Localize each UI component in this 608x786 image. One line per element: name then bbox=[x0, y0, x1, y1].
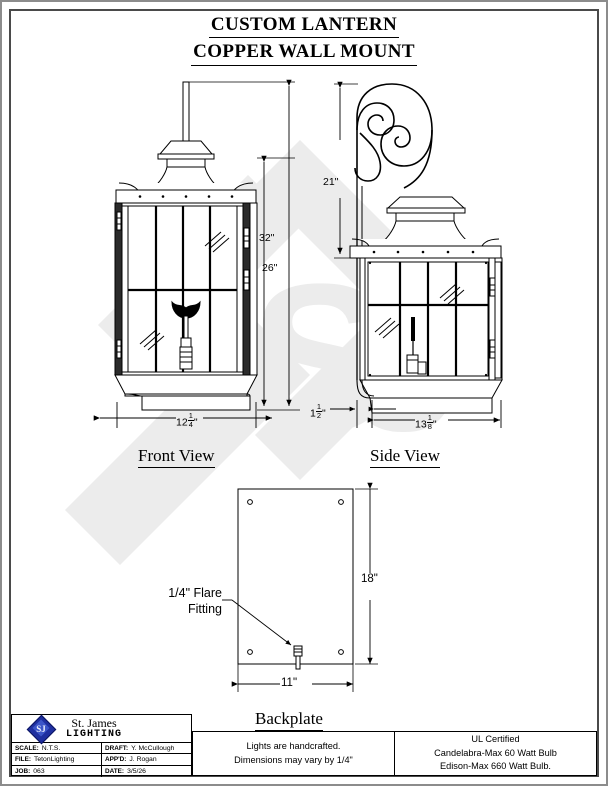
approved-key: APP'D: bbox=[105, 755, 127, 763]
logo-monogram: SJ bbox=[36, 723, 46, 734]
date-key: DATE: bbox=[105, 767, 125, 775]
backplate-label: Backplate bbox=[255, 709, 323, 731]
brand-name-group: St. James LIGHTING bbox=[66, 717, 122, 740]
job-value: 063 bbox=[33, 767, 45, 775]
dim-backplate-height: 18" bbox=[361, 573, 378, 585]
brand-subtitle: LIGHTING bbox=[66, 728, 123, 740]
drawing-frame bbox=[9, 9, 599, 777]
draft-value: Y. McCullough bbox=[131, 744, 175, 752]
side-view-label: Side View bbox=[370, 446, 440, 468]
front-view-drawing bbox=[114, 81, 258, 411]
ul-note-line-1: UL Certified bbox=[471, 734, 520, 745]
st-james-diamond-logo-icon: SJ bbox=[26, 714, 57, 744]
scale-key: SCALE: bbox=[15, 744, 39, 752]
ul-note-line-3: Edison-Max 660 Watt Bulb. bbox=[440, 761, 551, 772]
handcraft-note: Lights are handcrafted. Dimensions may v… bbox=[193, 732, 395, 775]
title-block-row: FILE: TetonLighting APP'D: J. Rogan bbox=[12, 754, 191, 766]
title-block: SJ St. James LIGHTING SCALE: N.T.S. DRAF… bbox=[11, 714, 192, 777]
file-key: FILE: bbox=[15, 755, 31, 763]
dim-backplate-width: 11" bbox=[281, 677, 298, 689]
dim-front-overall-height: 32" bbox=[259, 232, 275, 244]
ul-certification-note: UL Certified Candelabra-Max 60 Watt Bulb… bbox=[395, 732, 596, 775]
flare-fitting-line-1: 1/4" Flare bbox=[168, 586, 222, 600]
front-view-label: Front View bbox=[138, 446, 215, 468]
front-width-dimension bbox=[93, 402, 272, 428]
title-line-2: COPPER WALL MOUNT bbox=[191, 41, 417, 66]
scale-value: N.T.S. bbox=[41, 744, 61, 752]
title-block-logo-row: SJ St. James LIGHTING bbox=[12, 714, 191, 744]
backplate-drawing bbox=[222, 482, 378, 692]
approved-value: J. Rogan bbox=[129, 755, 157, 763]
notes-block: Lights are handcrafted. Dimensions may v… bbox=[192, 731, 597, 776]
ul-note-line-2: Candelabra-Max 60 Watt Bulb bbox=[434, 747, 557, 758]
handcraft-note-line-1: Lights are handcrafted. bbox=[246, 741, 341, 752]
side-width-dimensions bbox=[330, 400, 502, 428]
handcraft-note-line-2: Dimensions may vary by 1/4" bbox=[234, 754, 353, 765]
job-key: JOB: bbox=[15, 767, 31, 775]
title-block-row: SCALE: N.T.S. DRAFT: Y. McCullough bbox=[12, 743, 191, 755]
title-block-row: JOB: 063 DATE: 3/5/26 bbox=[12, 765, 191, 777]
draft-key: DRAFT: bbox=[105, 744, 129, 752]
side-view-drawing bbox=[349, 83, 503, 414]
sheet-title: CUSTOM LANTERN COPPER WALL MOUNT bbox=[0, 14, 608, 66]
flare-fitting-callout: 1/4" Flare Fitting bbox=[104, 586, 222, 617]
brand-name: St. James bbox=[71, 715, 117, 730]
date-value: 3/5/26 bbox=[127, 767, 146, 775]
dim-front-body-height: 26" bbox=[262, 262, 278, 274]
file-value: TetonLighting bbox=[33, 755, 75, 763]
dim-side-arm-height: 21" bbox=[323, 176, 339, 188]
side-arm-height-dimension bbox=[334, 81, 360, 259]
flare-fitting-line-2: Fitting bbox=[187, 601, 222, 616]
front-height-dimensions bbox=[186, 79, 300, 411]
